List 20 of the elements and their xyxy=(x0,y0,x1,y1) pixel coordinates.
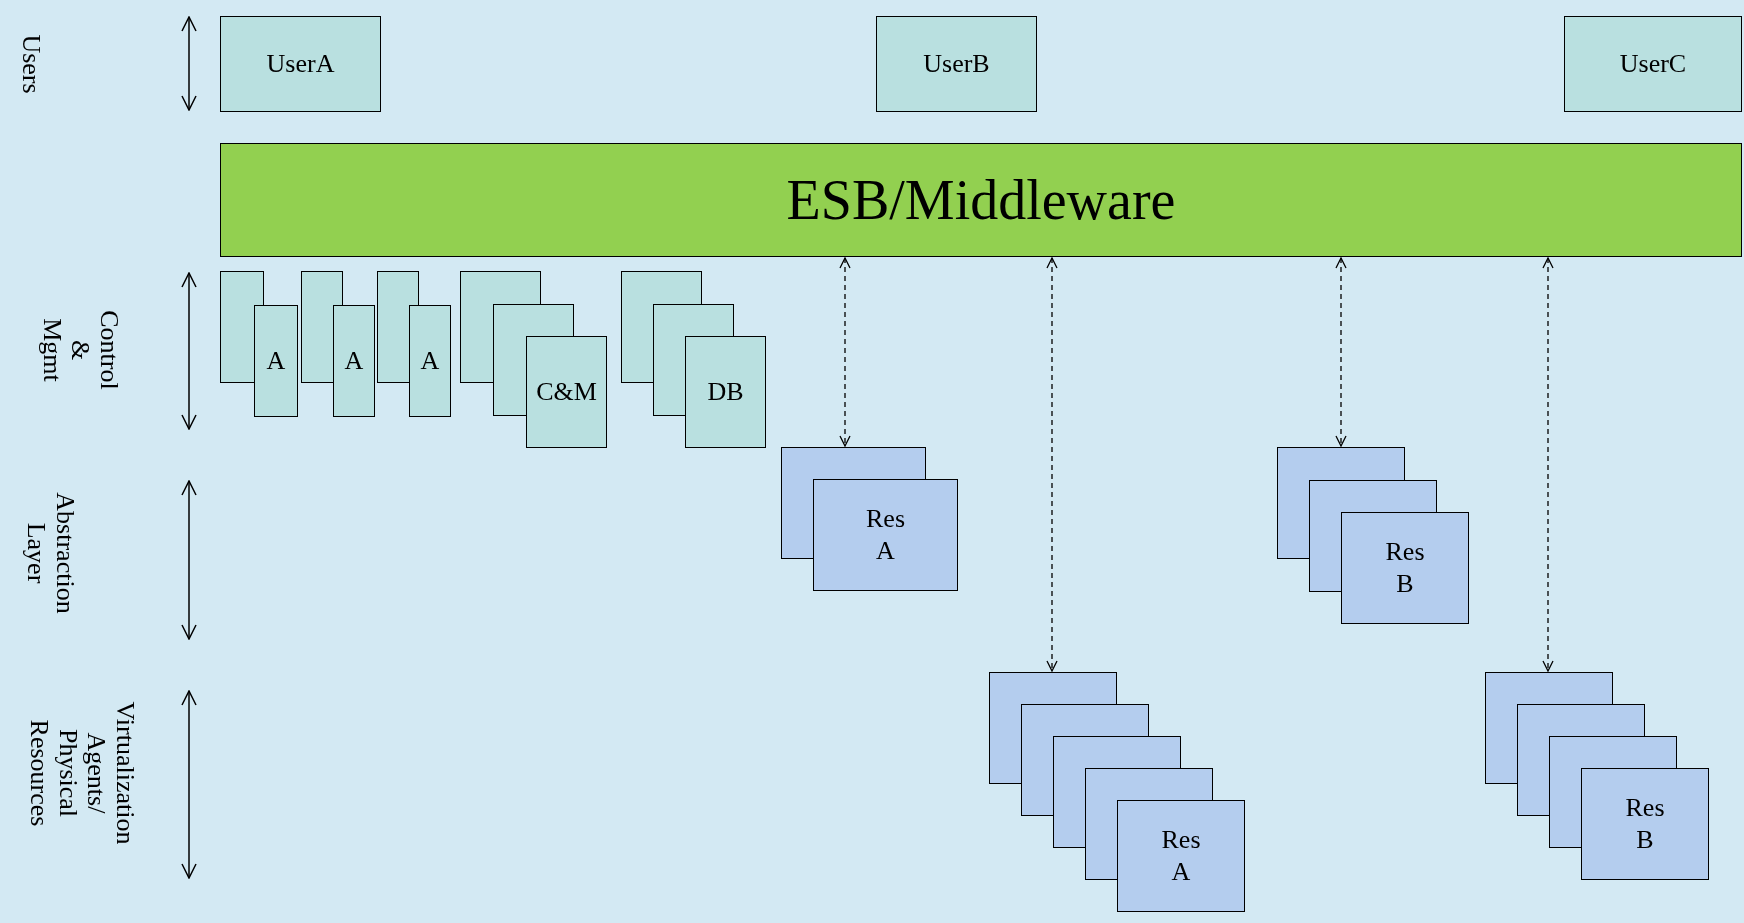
dashed-arrow xyxy=(1542,257,1554,672)
layer-label: Virtualization Agents/ Physical Resources xyxy=(24,700,140,847)
component-stack: A xyxy=(377,271,451,417)
layer-label: Control & Mgmt xyxy=(37,309,123,392)
dashed-arrow xyxy=(1335,257,1347,447)
component-stack: A xyxy=(301,271,375,417)
user-box: UserA xyxy=(220,16,381,112)
middleware-bar: ESB/Middleware xyxy=(220,143,1742,257)
component-stack: DB xyxy=(621,271,766,448)
layer-label: Users xyxy=(16,33,46,96)
dashed-arrow xyxy=(839,257,851,447)
component-stack: C&M xyxy=(460,271,607,448)
component-stack: A xyxy=(220,271,298,417)
user-box: UserC xyxy=(1564,16,1742,112)
layer-label: Abstraction Layer xyxy=(21,491,79,616)
resource-stack: Res A xyxy=(989,672,1245,912)
resource-stack: Res B xyxy=(1485,672,1709,880)
resource-stack: Res B xyxy=(1277,447,1469,624)
dashed-arrow xyxy=(1046,257,1058,672)
user-box: UserB xyxy=(876,16,1037,112)
